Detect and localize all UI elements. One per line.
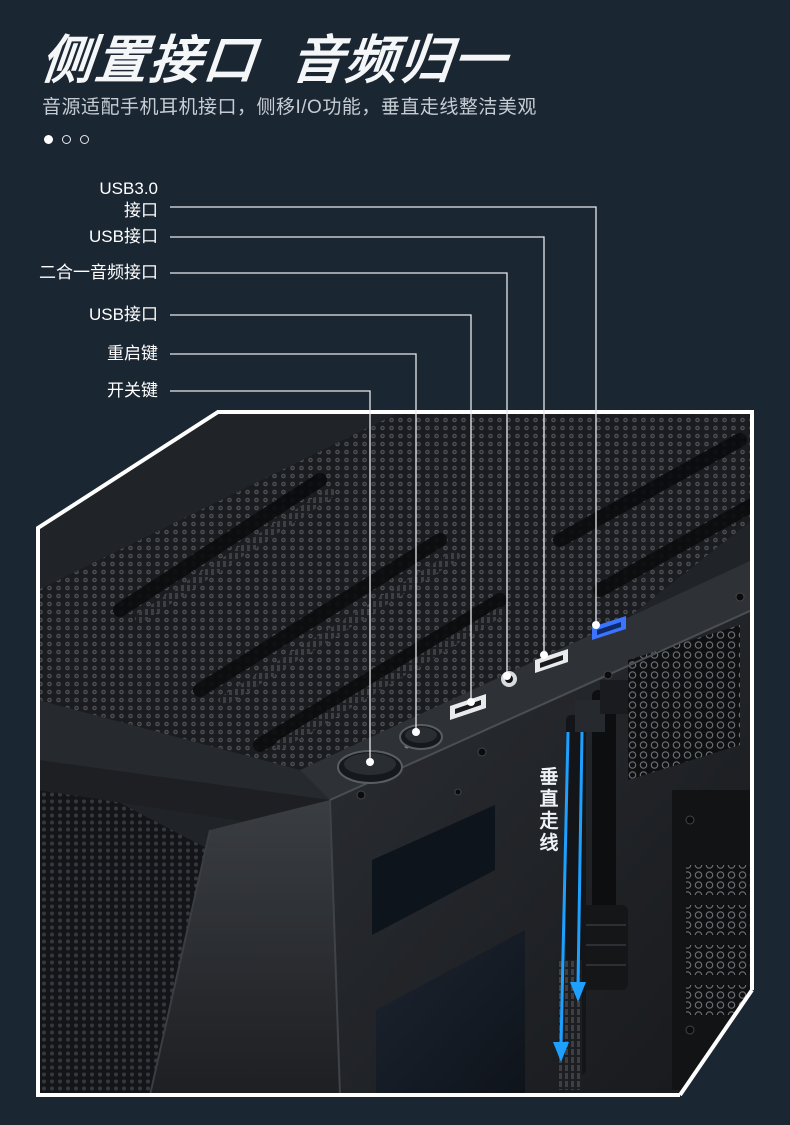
image-frame	[36, 410, 754, 1097]
page-subtitle: 音源适配手机耳机接口，侧移I/O功能，垂直走线整洁美观	[42, 97, 537, 118]
callout-reset-button: 重启键	[107, 344, 158, 363]
callout-usb-2: USB接口	[89, 305, 158, 324]
carousel-dot-3[interactable]	[80, 135, 89, 144]
callout-power-button: 开关键	[107, 381, 158, 400]
callout-usb-1: USB接口	[89, 227, 158, 246]
carousel-dot-2[interactable]	[62, 135, 71, 144]
power-button-icon	[337, 750, 403, 784]
front-io-controls	[337, 616, 626, 784]
carousel-indicator	[44, 135, 89, 144]
callout-usb3: USB3.0 接口	[99, 179, 158, 220]
carousel-dot-1[interactable]	[44, 135, 53, 144]
cable-routing-arrows	[553, 731, 586, 1062]
cable-routing-annotation: 垂 直 走 线	[539, 767, 559, 854]
usb-port-icon	[535, 649, 568, 673]
callout-audio-combo: 二合一音频接口	[39, 263, 158, 282]
usb3-port-icon	[592, 616, 626, 640]
reset-button-icon	[399, 724, 443, 750]
callout-leader-lines	[170, 206, 597, 762]
callout-leader-dots	[366, 621, 600, 766]
